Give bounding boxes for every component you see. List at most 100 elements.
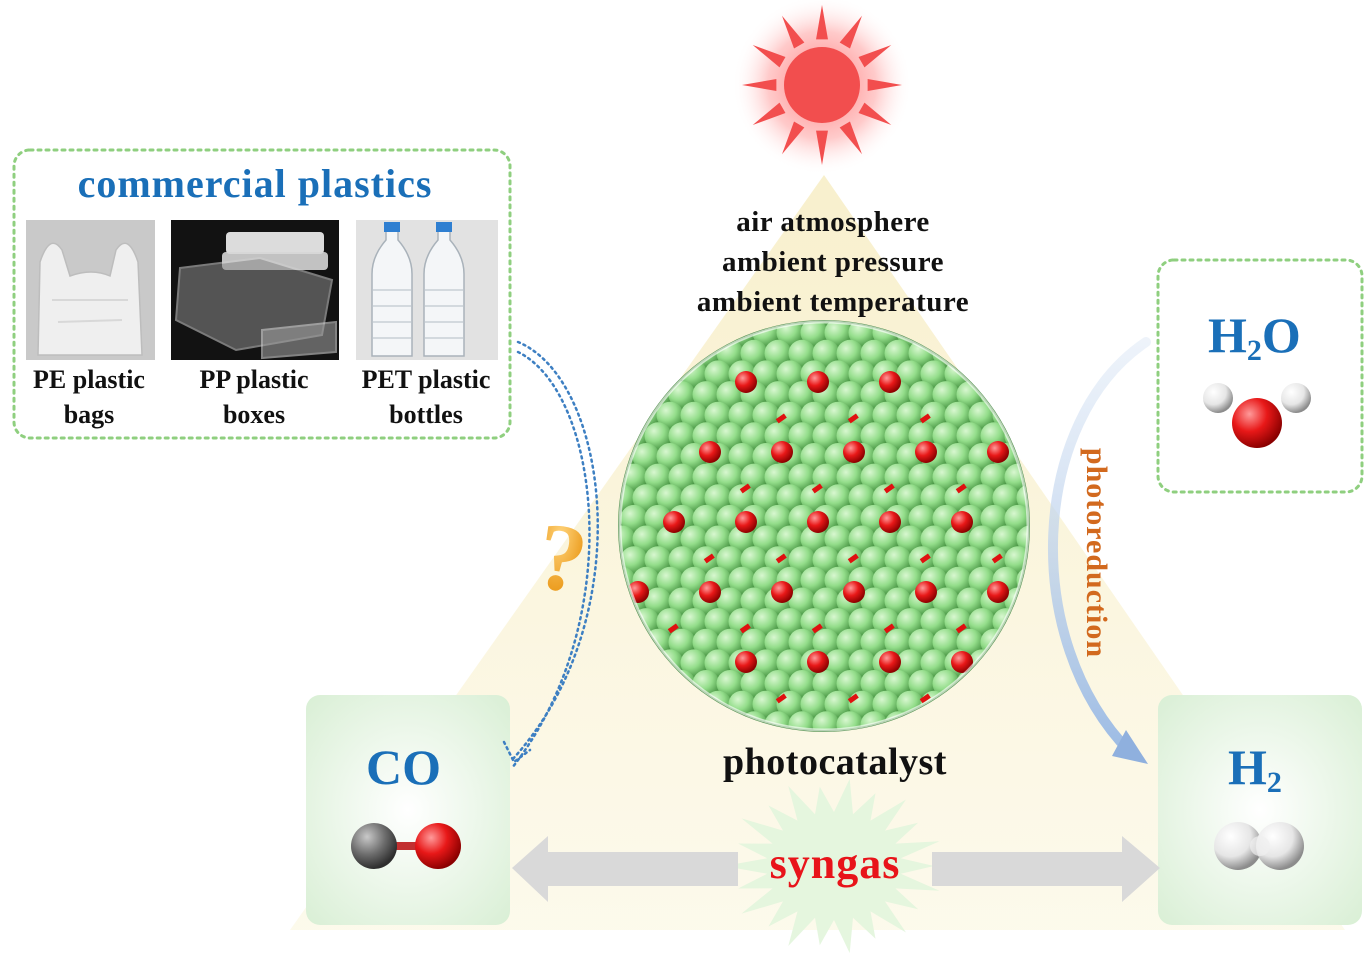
catalyst-atom [704, 608, 732, 636]
catalyst-atom [752, 525, 780, 553]
oxygen-fragment [775, 693, 787, 704]
catalyst-atom [788, 546, 816, 574]
catalyst-atom [920, 525, 948, 553]
catalyst-atom [752, 608, 780, 636]
catalyst-atom [860, 463, 888, 491]
pe-caption-line2: bags [63, 400, 115, 429]
condition-atmosphere: air atmosphere [736, 206, 930, 238]
catalyst-atom [824, 401, 852, 429]
sun-ray [816, 130, 828, 165]
catalyst-atom [644, 422, 672, 450]
photocatalyst-sphere [618, 320, 1030, 732]
condition-pressure: ambient pressure [721, 246, 945, 278]
pp-boxes-photo [171, 220, 339, 360]
catalyst-atom [860, 670, 888, 697]
oxygen-fragment [919, 413, 931, 424]
sun-ray [782, 121, 805, 155]
catalyst-atom [764, 628, 792, 656]
catalyst-atom [800, 322, 828, 347]
condition-temperature: ambient temperature [696, 286, 970, 318]
oxygen-atom [987, 581, 1009, 603]
oxygen-fragment [775, 413, 787, 424]
catalyst-atom [776, 608, 804, 636]
catalyst-atom [812, 546, 840, 574]
catalyst-atom [920, 608, 948, 636]
catalyst-atom [788, 587, 816, 615]
catalyst-atom [896, 525, 924, 553]
catalyst-atom [836, 339, 864, 367]
catalyst-atom [860, 339, 888, 367]
catalyst-atom [776, 484, 804, 512]
pet-caption-line1: PET plastic [361, 365, 491, 394]
catalyst-atom [740, 546, 768, 574]
reaction-conditions: air atmosphere ambient pressure ambient … [640, 202, 1026, 322]
catalyst-atom [872, 566, 900, 594]
catalyst-atom [788, 339, 816, 367]
catalyst-atom [752, 401, 780, 429]
oxygen-fragment [811, 623, 823, 634]
catalyst-atom [716, 422, 744, 450]
catalyst-atom [884, 628, 912, 656]
oxygen-fragment [847, 413, 859, 424]
catalyst-atom [716, 463, 744, 491]
catalyst-atom [896, 608, 924, 636]
pe-caption: PE plastic bags [18, 362, 160, 432]
syngas-starburst [724, 778, 940, 954]
oxygen-atom [807, 511, 829, 533]
catalyst-atom [956, 546, 984, 574]
oxygen-atom [843, 441, 865, 463]
sun-ray [858, 45, 892, 68]
catalyst-atom [824, 690, 852, 718]
sun-ray [752, 45, 786, 68]
h2-formula: H2 [1228, 738, 1282, 800]
oxygen-atom [699, 581, 721, 603]
catalyst-atom [644, 463, 672, 491]
catalyst-atom [764, 339, 792, 367]
catalyst-atom [788, 422, 816, 450]
catalyst-atom [824, 360, 852, 388]
h2-box [1158, 695, 1362, 925]
oxygen-fragment [955, 483, 967, 494]
catalyst-atom [932, 381, 960, 409]
catalyst-atom [908, 504, 936, 532]
catalyst-atom [812, 587, 840, 615]
catalyst-atom [956, 463, 984, 491]
h2o-formula: H2O [1208, 306, 1301, 368]
catalyst-atom [776, 360, 804, 388]
oxygen-atom [807, 371, 829, 393]
catalyst-atom [836, 711, 864, 730]
catalyst-atom [980, 463, 1008, 491]
catalyst-atom [920, 649, 948, 677]
oxygen-fragment [847, 553, 859, 564]
catalyst-atom [764, 504, 792, 532]
oxygen-fragment [883, 623, 895, 634]
co-molecule-icon [351, 823, 461, 869]
catalyst-atom [788, 628, 816, 656]
catalyst-atom [812, 463, 840, 491]
oxygen-atom [771, 441, 793, 463]
catalyst-atom [788, 463, 816, 491]
pp-caption-line2: boxes [222, 400, 286, 429]
catalyst-atom [860, 628, 888, 656]
catalyst-atom [896, 649, 924, 677]
catalyst-atom [704, 484, 732, 512]
oxygen-atom [879, 511, 901, 533]
oxygen-fragment [991, 553, 1003, 564]
catalyst-atom [968, 525, 996, 553]
catalyst-atom [896, 401, 924, 429]
catalyst-atom [848, 525, 876, 553]
catalyst-atom [752, 690, 780, 718]
oxygen-fragment [919, 553, 931, 564]
catalyst-atom [944, 484, 972, 512]
oxygen-atom [951, 511, 973, 533]
h2-base: H [1228, 739, 1267, 795]
catalyst-atom [728, 443, 756, 470]
catalyst-atom [764, 670, 792, 697]
catalyst-atom [764, 381, 792, 409]
catalyst-atom [836, 628, 864, 656]
catalyst-atom [752, 484, 780, 512]
catalyst-atom [884, 422, 912, 450]
catalyst-atom [896, 360, 924, 388]
bottle-cap [436, 222, 452, 232]
catalyst-atom [884, 670, 912, 697]
